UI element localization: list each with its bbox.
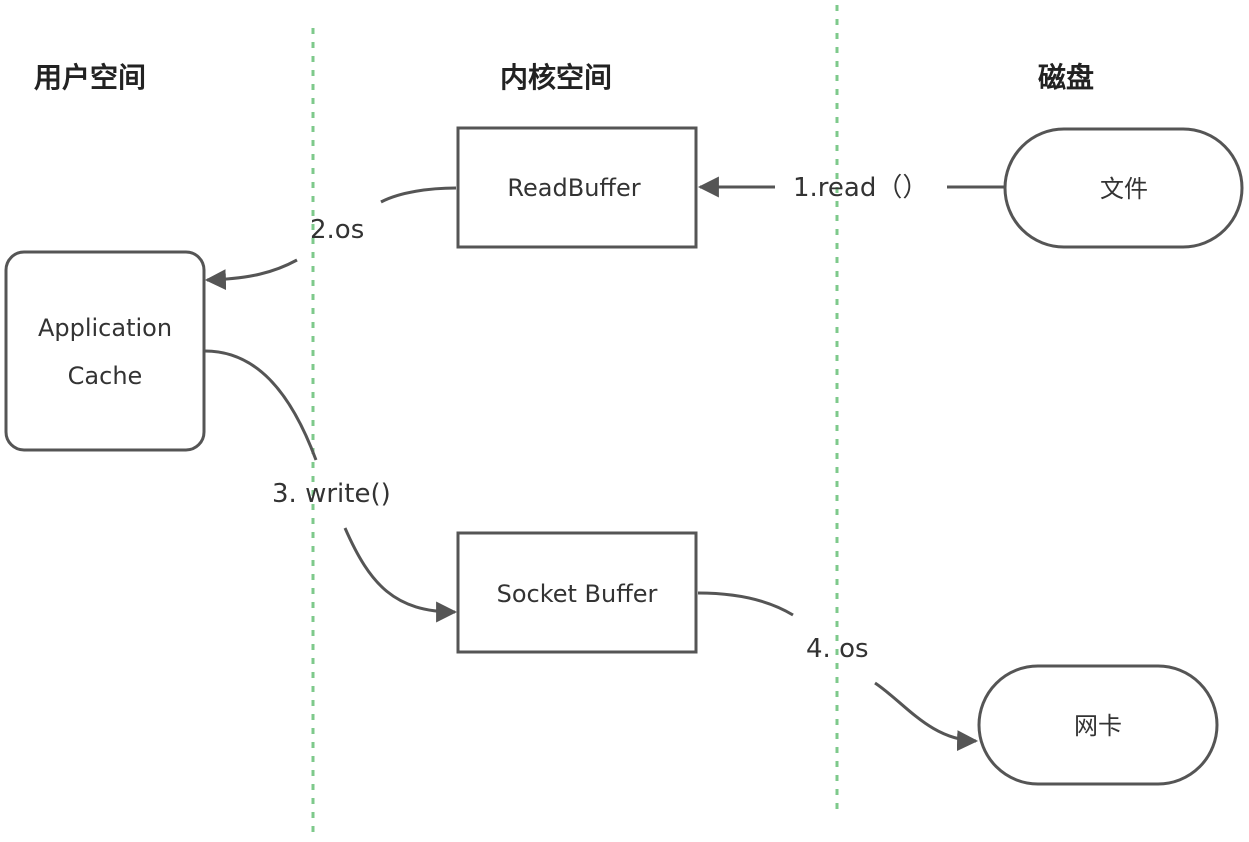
edge-os-send-tail [697, 591, 794, 617]
application-cache-box [4, 250, 206, 452]
edge-os-send-arrow [874, 681, 979, 752]
read-buffer-box [456, 126, 698, 249]
socket-buffer-label: Socket Buffer [497, 580, 658, 608]
edge-label-write: 3. write() [272, 479, 391, 509]
edge-label-read: 1.read（） [793, 173, 928, 203]
nic-label: 网卡 [1074, 712, 1122, 740]
column-title-user-space: 用户空间 [34, 61, 146, 94]
file-node [1003, 127, 1244, 249]
edge-write-tail [204, 349, 318, 461]
edge-os-copy-arrow [204, 258, 298, 291]
edge-write-arrow [343, 527, 458, 623]
edge-label-os-send: 4. os [806, 634, 869, 664]
column-title-disk: 磁盘 [1038, 61, 1094, 94]
edge-label-os-copy: 2.os [310, 215, 364, 245]
application-cache-label-line1: Application [38, 314, 172, 342]
application-cache-label-line2: Cache [68, 362, 143, 390]
nic-node [977, 664, 1219, 786]
socket-buffer-box [456, 531, 698, 654]
file-label: 文件 [1100, 175, 1148, 203]
column-title-kernel-space: 内核空间 [500, 61, 612, 94]
edge-os-copy-tail [380, 186, 457, 204]
read-buffer-label: ReadBuffer [507, 174, 640, 202]
